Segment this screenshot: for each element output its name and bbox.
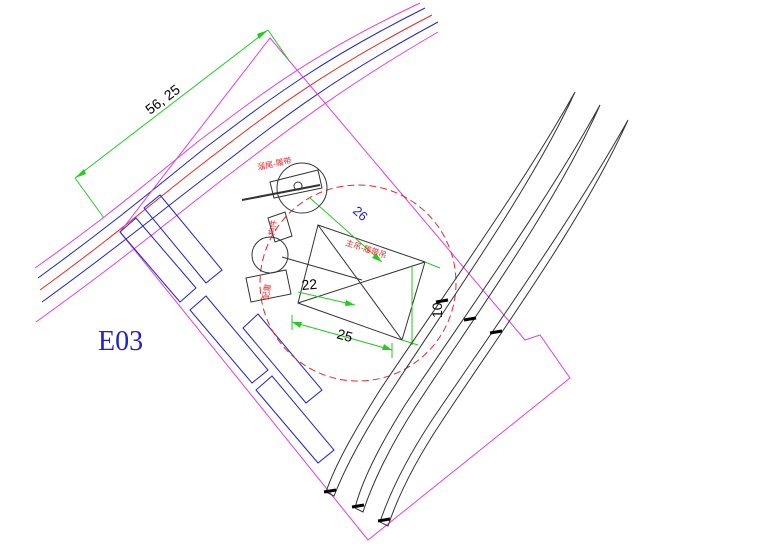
- radius-label: 26: [350, 203, 371, 224]
- building-4: [242, 313, 323, 404]
- component-1-label: 构件: [266, 219, 279, 236]
- aux-crane: 溜尾-履带: [241, 155, 328, 214]
- boundary-dimension: 56, 25: [74, 29, 291, 219]
- site-boundary: [119, 37, 571, 541]
- road: [34, 2, 439, 323]
- width-label: 25: [335, 326, 355, 346]
- building-3: [189, 295, 269, 384]
- member-2: [354, 104, 601, 513]
- building-2: [143, 194, 223, 284]
- road-outer-edge-bottom: [35, 31, 439, 323]
- road-inner-edge-bottom: [41, 21, 439, 303]
- member-markers: [323, 298, 503, 523]
- component-box-1: [267, 211, 293, 243]
- offset-dimension: 10: [401, 261, 445, 346]
- height-label: 22: [301, 276, 318, 293]
- long-members: [325, 91, 629, 527]
- member-3: [379, 119, 629, 527]
- buildings: [119, 194, 335, 464]
- crane-boom: [281, 256, 363, 281]
- road-outer-edge-top: [34, 2, 421, 269]
- width-dimension: 25: [291, 315, 393, 358]
- aux-crane-label: 溜尾-履带: [256, 155, 292, 172]
- main-crane-label: 主吊-履带吊: [344, 237, 388, 260]
- road-centerline: [39, 14, 433, 291]
- building-5: [255, 375, 335, 464]
- road-inner-edge-top: [37, 7, 426, 279]
- height-dimension: 22: [297, 276, 356, 306]
- swing-radius-circle: [259, 184, 457, 382]
- area-code-label: E03: [98, 326, 143, 357]
- offset-label: 10: [429, 302, 445, 318]
- component-2-label: 配重: [260, 283, 273, 300]
- aux-swing-circle: [251, 236, 289, 274]
- building-1: [119, 217, 197, 303]
- member-1: [325, 91, 576, 497]
